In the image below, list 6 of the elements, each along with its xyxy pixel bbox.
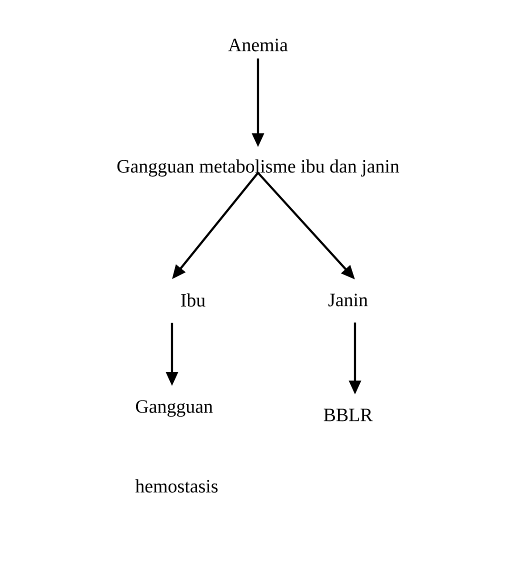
node-label: Janin bbox=[328, 294, 368, 306]
node-label: Gangguan hemostasis bbox=[135, 400, 218, 493]
node-label: BBLR bbox=[324, 408, 373, 422]
node-label: Ibu bbox=[181, 293, 206, 307]
node-label: Anemia bbox=[228, 38, 288, 52]
node-label: Gangguan metabolisme ibu dan janin bbox=[117, 159, 400, 177]
